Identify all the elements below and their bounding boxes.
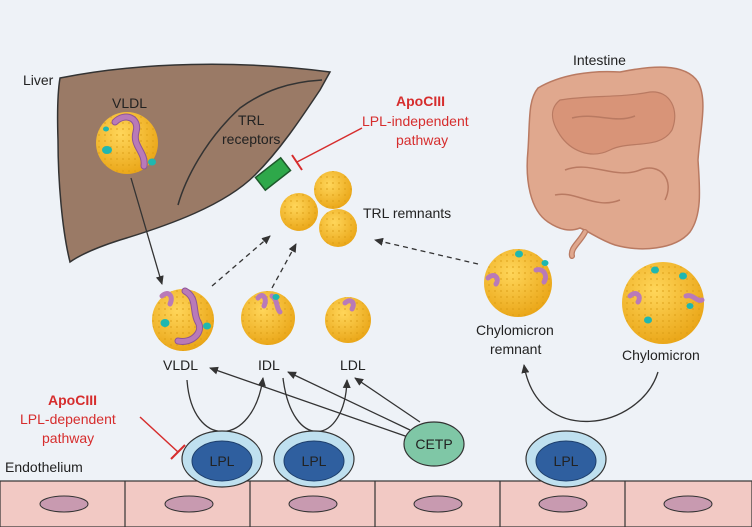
chylomicron-remnant-label-line2: remnant [490,341,541,357]
chylomicron-label: Chylomicron [622,347,700,363]
ldl-particle [325,297,371,343]
arrow-cetp-to-idl [287,371,411,431]
idl-label: IDL [258,357,280,373]
vldl-in-liver-label: VLDL [112,95,147,111]
lpl-independent-inhibit-bar [291,154,303,171]
intestine-label: Intestine [573,52,626,68]
arrow-cetp-to-vldl [209,366,409,438]
trl-receptor [254,156,292,192]
liver-lobe-divider [177,79,323,206]
trl-remnant-particles [280,171,357,247]
arrow-idl-to-remnants [271,243,297,289]
trl-receptors-label-line2: receptors [222,131,280,147]
intestine [526,66,704,259]
liver-label: Liver [23,72,54,88]
ldl-label: LDL [340,357,366,373]
vldl-particle [152,287,214,351]
liver-shape [56,63,332,264]
cetp-label: CETP [415,436,452,452]
lpl-independent-label-line1: LPL-independent [362,113,469,129]
lpl-independent-label-line2: pathway [396,132,448,148]
chylomicron-remnant-particle [484,249,552,317]
endothelium-label: Endothelium [5,459,83,475]
apociii-top-label: ApoCIII [396,93,445,109]
arrow-vldl-to-remnants [211,235,271,287]
vldl-particle-liver [96,112,158,174]
lpl-label-1: LPL [210,453,235,469]
arrow-cetp-to-ldl [354,377,421,423]
chylomicron-remnant-label-line1: Chylomicron [476,322,554,338]
vldl-label: VLDL [163,357,198,373]
lpl-dependent-label-line2: pathway [42,430,94,446]
lpl-enzyme-3: LPL [525,430,607,488]
arrow-chylomicron-to-remnant-via-lpl [521,364,659,423]
lpl-dependent-inhibit-line [139,416,179,453]
apociii-bottom-label: ApoCIII [48,392,97,408]
lpl-enzyme-2: LPL [273,430,355,488]
arrow-vldl-to-idl-via-lpl [186,377,266,433]
lpl-label-3: LPL [554,453,579,469]
arrow-chylomicron-remnant-to-remnants [374,237,479,265]
idl-particle [241,291,295,345]
lpl-enzyme-1: LPL [181,430,263,488]
lpl-independent-inhibit-line [296,127,363,163]
chylomicron-particle [622,262,705,344]
lpl-dependent-inhibit-bar [170,444,186,460]
lpl-dependent-label-line1: LPL-dependent [20,411,116,427]
arrow-liver-to-vldl [130,177,164,285]
trl-remnants-label: TRL remnants [363,205,451,221]
lpl-label-2: LPL [302,453,327,469]
trl-receptors-label-line1: TRL [238,112,265,128]
endothelium-layer [0,480,752,527]
cetp-protein: CETP [403,421,465,467]
